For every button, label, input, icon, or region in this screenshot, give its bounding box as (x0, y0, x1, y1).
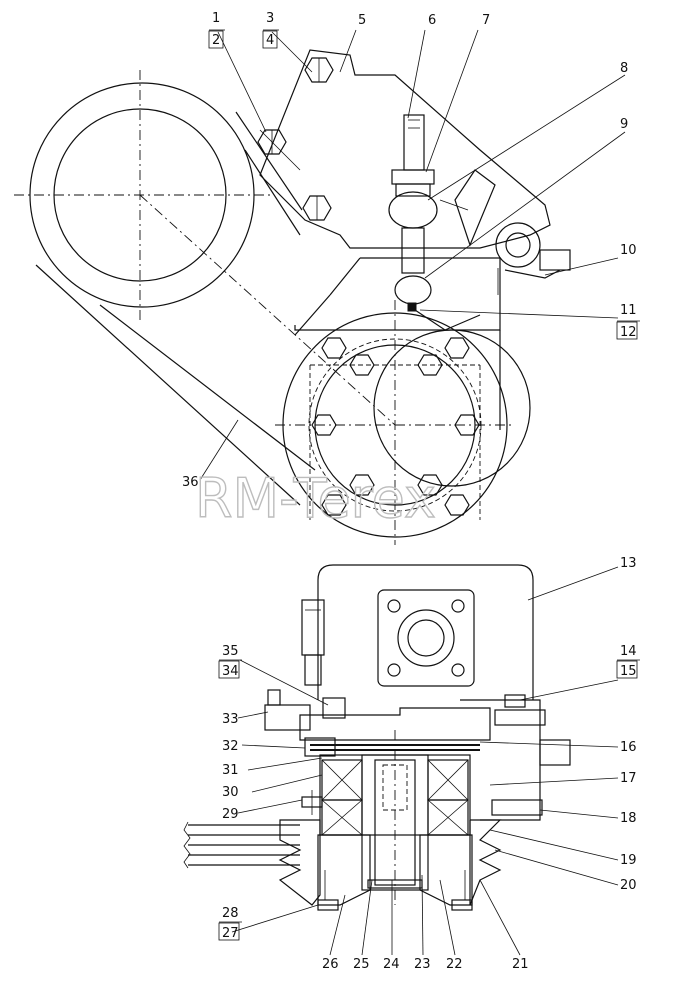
callout-1: 1 (212, 11, 220, 26)
callout-9: 9 (620, 117, 628, 132)
callout-3: 3 (266, 11, 274, 26)
set-screw (301, 790, 323, 815)
callout-19: 19 (620, 853, 637, 868)
callout-24: 24 (383, 957, 400, 972)
callout-30: 30 (222, 785, 239, 800)
callout-25: 25 (353, 957, 370, 972)
callout-10: 10 (620, 243, 637, 258)
callout-7: 7 (482, 13, 490, 28)
large-pulley (14, 70, 270, 320)
vertical-bolt (301, 599, 325, 686)
callout-18: 18 (620, 811, 637, 826)
top-view (14, 49, 571, 545)
callout-16: 16 (620, 740, 637, 755)
callout-15: 15 (620, 664, 637, 679)
callout-13: 13 (620, 556, 637, 571)
callout-14: 14 (620, 644, 637, 659)
callout-31: 31 (222, 763, 239, 778)
adjusting-screw (388, 114, 438, 312)
callout-20: 20 (620, 878, 637, 893)
callout-22: 22 (446, 957, 463, 972)
callout-12: 12 (620, 325, 637, 340)
motor-flange (275, 300, 531, 545)
callout-23: 23 (414, 957, 431, 972)
callout-29: 29 (222, 807, 239, 822)
belt-pulley (278, 819, 502, 911)
section-view (183, 564, 571, 911)
top-plate (264, 689, 571, 821)
watermark: RM-Terex (195, 467, 436, 530)
drive-belt (35, 111, 396, 506)
callout-4: 4 (266, 33, 274, 48)
callout-33: 33 (222, 712, 239, 727)
gearbox-housing (317, 564, 534, 700)
pivot-block (495, 222, 571, 295)
callout-32: 32 (222, 739, 239, 754)
v-belts (183, 821, 300, 869)
callout-34: 34 (222, 664, 239, 679)
callout-8: 8 (620, 61, 628, 76)
callout-27: 27 (222, 926, 239, 941)
callout-17: 17 (620, 771, 637, 786)
callout-11: 11 (620, 303, 637, 318)
callout-2: 2 (212, 33, 220, 48)
callout-35: 35 (222, 644, 239, 659)
callout-labels: 1 2 3 4 5 6 7 8 9 10 11 12 13 14 15 16 1… (182, 11, 640, 972)
callout-26: 26 (322, 957, 339, 972)
spindle-assembly (319, 730, 471, 905)
leader-lines (199, 29, 626, 956)
callout-21: 21 (512, 957, 529, 972)
callout-6: 6 (428, 13, 436, 28)
callout-36: 36 (182, 475, 199, 490)
callout-28: 28 (222, 906, 239, 921)
callout-5: 5 (358, 13, 366, 28)
